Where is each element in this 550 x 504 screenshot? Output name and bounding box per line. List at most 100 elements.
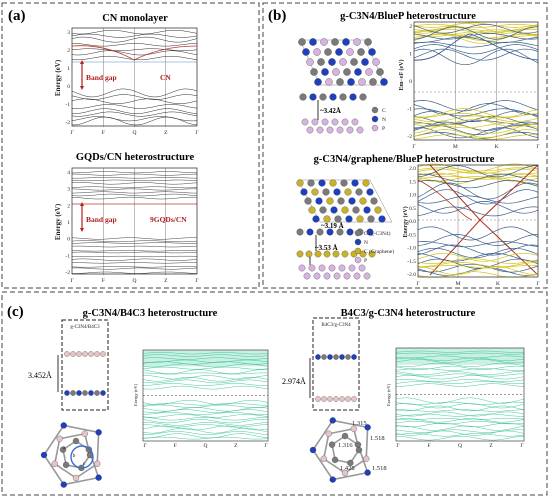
y-tick-label: -2 [65, 270, 70, 276]
atom [363, 455, 370, 462]
dirac-cone-line [417, 179, 473, 221]
x-tick-label: K [496, 281, 500, 287]
panel-b-bottom-ylabel: Energy (eV) [402, 206, 409, 237]
atom [335, 48, 343, 56]
atom [354, 68, 362, 76]
atom [318, 264, 326, 272]
band-line [142, 427, 269, 434]
band-line [395, 413, 524, 417]
bond [96, 432, 100, 464]
band-line [71, 36, 198, 43]
band-line [71, 240, 198, 243]
atom [337, 197, 345, 205]
panel-c-right-side-box [312, 317, 360, 411]
y-tick-label: 4 [67, 170, 70, 176]
atom [315, 197, 323, 205]
atom [323, 250, 331, 258]
band-line [395, 380, 525, 384]
atom [351, 354, 357, 360]
atom [318, 179, 326, 187]
atom [342, 38, 350, 46]
x-tick-label: Γ [520, 443, 523, 449]
atom [361, 58, 369, 66]
atom [315, 396, 321, 402]
band-line [142, 433, 269, 439]
band-line [395, 379, 525, 382]
atom [301, 118, 309, 126]
band-line [142, 372, 268, 375]
band-line [71, 196, 197, 200]
band-line [417, 265, 539, 275]
x-tick-label: Z [489, 443, 493, 449]
atom [329, 93, 337, 101]
band-line [413, 119, 539, 128]
x-tick-label: F [174, 443, 177, 449]
atom [76, 351, 82, 357]
atom [329, 417, 336, 424]
legend-label: C [382, 108, 386, 114]
bond [328, 427, 354, 435]
band-line [417, 201, 539, 214]
atom [317, 58, 325, 66]
band-line [413, 33, 539, 44]
panel-b-label: (b) [268, 8, 286, 24]
y-tick-label: -2 [65, 120, 70, 126]
panel-c-left-side-box [61, 319, 109, 411]
panel-b-top-bands [413, 22, 539, 140]
atom [95, 429, 102, 436]
band-line [413, 33, 539, 61]
band-line [417, 195, 539, 204]
y-tick-label: 1 [67, 66, 70, 72]
panel-c-left-side-view [57, 351, 106, 396]
band-line [395, 411, 525, 417]
panel-b-bottom-axes [417, 164, 539, 278]
band-line [142, 385, 269, 390]
y-tick-label: 3 [67, 30, 70, 36]
band-line [413, 48, 539, 61]
panel-b-bottom-distance-2: ~3.53 Å [315, 244, 338, 252]
atom [327, 354, 333, 360]
panel-b-bottom-distance-1: ~3.19 Å [321, 222, 344, 230]
legend-swatch [354, 247, 362, 255]
y-tick-label: 0.0 [409, 219, 416, 225]
band-line [71, 255, 198, 258]
atom [296, 228, 304, 236]
y-tick-label: 2 [409, 24, 412, 30]
atom [380, 78, 388, 86]
highlight-ring [70, 445, 94, 469]
atom [300, 188, 308, 196]
atom [338, 264, 346, 272]
atom [352, 206, 360, 214]
band-line [142, 379, 269, 384]
atom [358, 78, 366, 86]
band-line [72, 108, 198, 114]
legend-swatch [371, 106, 379, 114]
atom [296, 179, 304, 187]
atom [81, 430, 88, 437]
y-tick-label: 1.0 [409, 193, 416, 199]
x-tick-label: Γ [70, 278, 73, 284]
band-line [71, 262, 198, 264]
atom [60, 481, 67, 488]
atom [331, 118, 339, 126]
x-tick-label: Γ [143, 443, 146, 449]
panel-b-bottom-bands [417, 163, 539, 278]
atom [320, 455, 327, 462]
band-line [395, 401, 525, 405]
atom [64, 390, 70, 396]
atom [356, 126, 364, 134]
panel-a-label: (a) [8, 8, 26, 24]
y-tick-label: 3 [67, 187, 70, 193]
panel-c-left-bands [142, 350, 269, 440]
band-line [417, 252, 539, 262]
atom [326, 126, 334, 134]
atom [314, 78, 322, 86]
band-line [395, 425, 525, 431]
x-tick-label: Γ [536, 281, 539, 287]
band-line [417, 206, 539, 217]
bond [323, 458, 346, 474]
atom [329, 179, 337, 187]
band-line [71, 258, 198, 261]
band-line [142, 431, 269, 435]
atom [322, 188, 330, 196]
